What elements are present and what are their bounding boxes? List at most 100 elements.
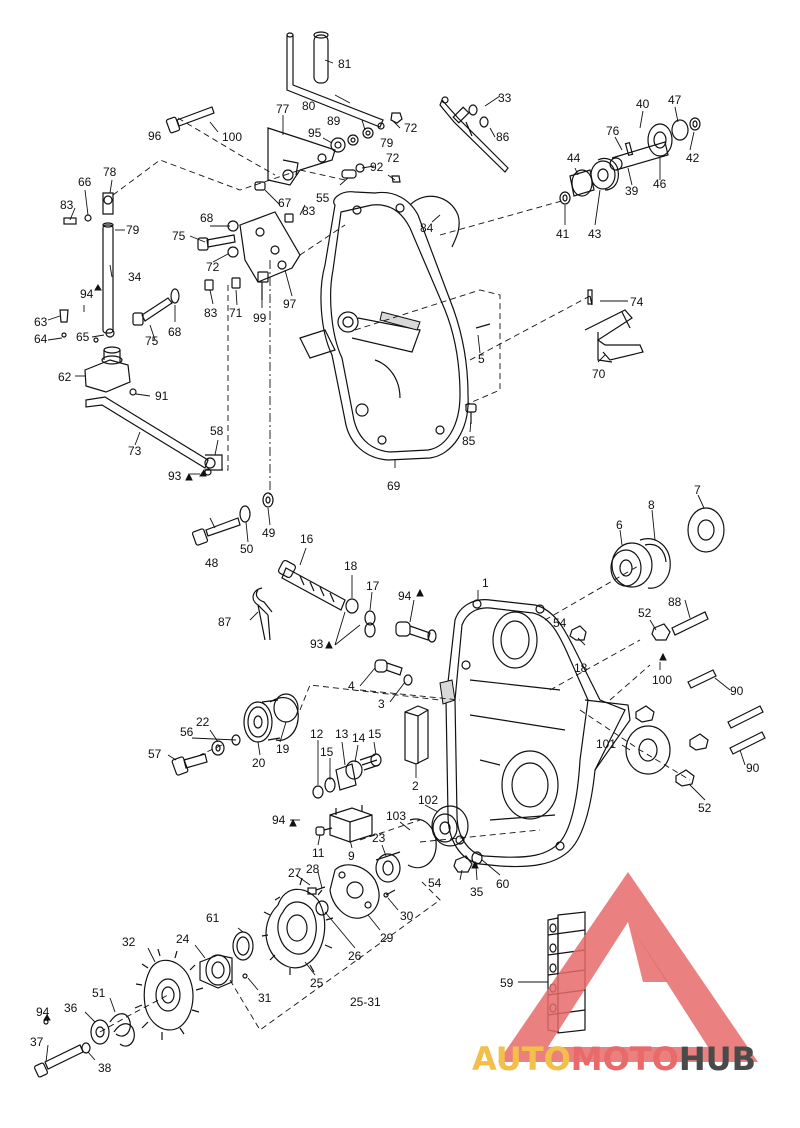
bolt-lower: [132, 288, 180, 326]
callout-label: 63: [34, 315, 48, 329]
callout-label: 12: [310, 727, 324, 741]
callout-label: 73: [128, 444, 142, 458]
callout-label: 25: [310, 976, 324, 990]
callout-label: 18: [574, 661, 588, 675]
small-hardware-upper: [330, 112, 403, 183]
watermark-part-moto: MOTO: [570, 1040, 679, 1078]
callout-label: 23: [372, 831, 386, 845]
callout-label: 3: [378, 697, 385, 711]
callout-label: 6: [616, 518, 623, 532]
callout-label: 72: [404, 121, 418, 135]
callout-label: 76: [606, 124, 620, 138]
callout-label: 11: [312, 846, 325, 860]
callout-label: 54: [553, 616, 567, 630]
lower-cover-bolt: [191, 492, 274, 546]
callout-label: 56: [180, 725, 194, 739]
housing-bolts: [569, 611, 766, 787]
callout-label: 66: [78, 175, 92, 189]
tensioner-block: [404, 705, 429, 765]
callout-label: 35: [470, 885, 484, 899]
callout-label: 75: [145, 334, 159, 348]
callout-label: 92: [370, 160, 384, 174]
callout-label: 72: [386, 151, 400, 165]
callout-label: 100: [222, 130, 242, 144]
driven-sprocket-assembly: [134, 931, 254, 1040]
callout-label: 86: [496, 130, 510, 144]
callout-label: 83: [60, 198, 74, 212]
callout-label: 95: [308, 126, 322, 140]
callout-label: 93: [168, 469, 182, 483]
callout-label: 74: [630, 295, 644, 309]
callout-label: 14: [352, 731, 366, 745]
callout-label: 64: [34, 332, 48, 346]
callout-label: 68: [168, 325, 182, 339]
callout-label: 38: [98, 1061, 112, 1075]
callout-label: 58: [210, 424, 224, 438]
callout-label: 5: [478, 352, 485, 366]
callout-labels: 1 2 3 4 5 6 7 8 9 11 12 13 14 15 15 16 1…: [30, 57, 760, 1075]
callout-label: 100: [652, 673, 672, 687]
input-shaft: [277, 559, 376, 638]
callout-label: 36: [64, 1001, 78, 1015]
callout-label: 1: [482, 576, 489, 590]
callout-label: 2: [412, 779, 419, 793]
callout-label: 20: [252, 756, 266, 770]
callout-label: 90: [746, 761, 760, 775]
callout-label: 43: [588, 227, 602, 241]
callout-label: 72: [206, 260, 220, 274]
tensioner-spring-bolt: [33, 1013, 135, 1078]
callout-label: 31: [258, 991, 272, 1005]
callout-label: 94: [80, 287, 94, 301]
callout-label: 50: [240, 542, 254, 556]
chaincase-housing: [439, 599, 631, 868]
callout-label: 65: [76, 330, 90, 344]
callout-label: 40: [636, 97, 650, 111]
callout-label: 25-31: [350, 995, 381, 1009]
callout-label: 90: [730, 684, 744, 698]
callout-label: 18: [344, 559, 358, 573]
callout-label: 15: [368, 727, 382, 741]
lower-bearing-set: [375, 805, 469, 883]
bracket: [267, 127, 336, 186]
callout-label: 22: [196, 715, 210, 729]
callout-label: 52: [638, 606, 652, 620]
callout-label: 32: [122, 935, 136, 949]
callout-label: 13: [335, 727, 349, 741]
callout-label: 68: [200, 211, 214, 225]
callout-label: 27: [288, 866, 302, 880]
callout-label: 84: [420, 221, 434, 235]
shift-rod: [63, 192, 114, 334]
callout-label: 99: [253, 311, 267, 325]
pivot-bracket: [59, 309, 223, 471]
mounting-studs: [374, 621, 437, 686]
callout-label: 62: [58, 370, 72, 384]
callout-label: 91: [155, 389, 169, 403]
pin-assembly: [439, 96, 509, 173]
callout-label: 69: [387, 479, 401, 493]
callout-label: 67: [278, 196, 292, 210]
callout-label: 88: [668, 595, 682, 609]
callout-label: 48: [205, 556, 219, 570]
lubricant-markers: [43, 284, 424, 1021]
callout-label: 80: [302, 99, 316, 113]
callout-label: 15: [320, 745, 334, 759]
callout-label: 46: [653, 177, 667, 191]
tensioner-body: [315, 805, 373, 843]
callout-label: 93: [310, 637, 324, 651]
callout-label: 37: [30, 1035, 44, 1049]
callout-label: 94: [398, 589, 412, 603]
sprocket-bolt: [171, 753, 208, 776]
cotter-pin: [252, 587, 273, 616]
callout-label: 30: [400, 909, 414, 923]
callout-label: 42: [686, 151, 700, 165]
callout-label: 87: [218, 615, 232, 629]
callout-label: 8: [648, 498, 655, 512]
callout-label: 85: [462, 434, 476, 448]
spring-clip: [409, 195, 460, 248]
callout-label: 77: [276, 102, 290, 116]
callout-label: 55: [316, 191, 330, 205]
callout-label: 83: [204, 306, 218, 320]
callout-label: 44: [567, 151, 581, 165]
callout-label: 71: [229, 306, 243, 320]
